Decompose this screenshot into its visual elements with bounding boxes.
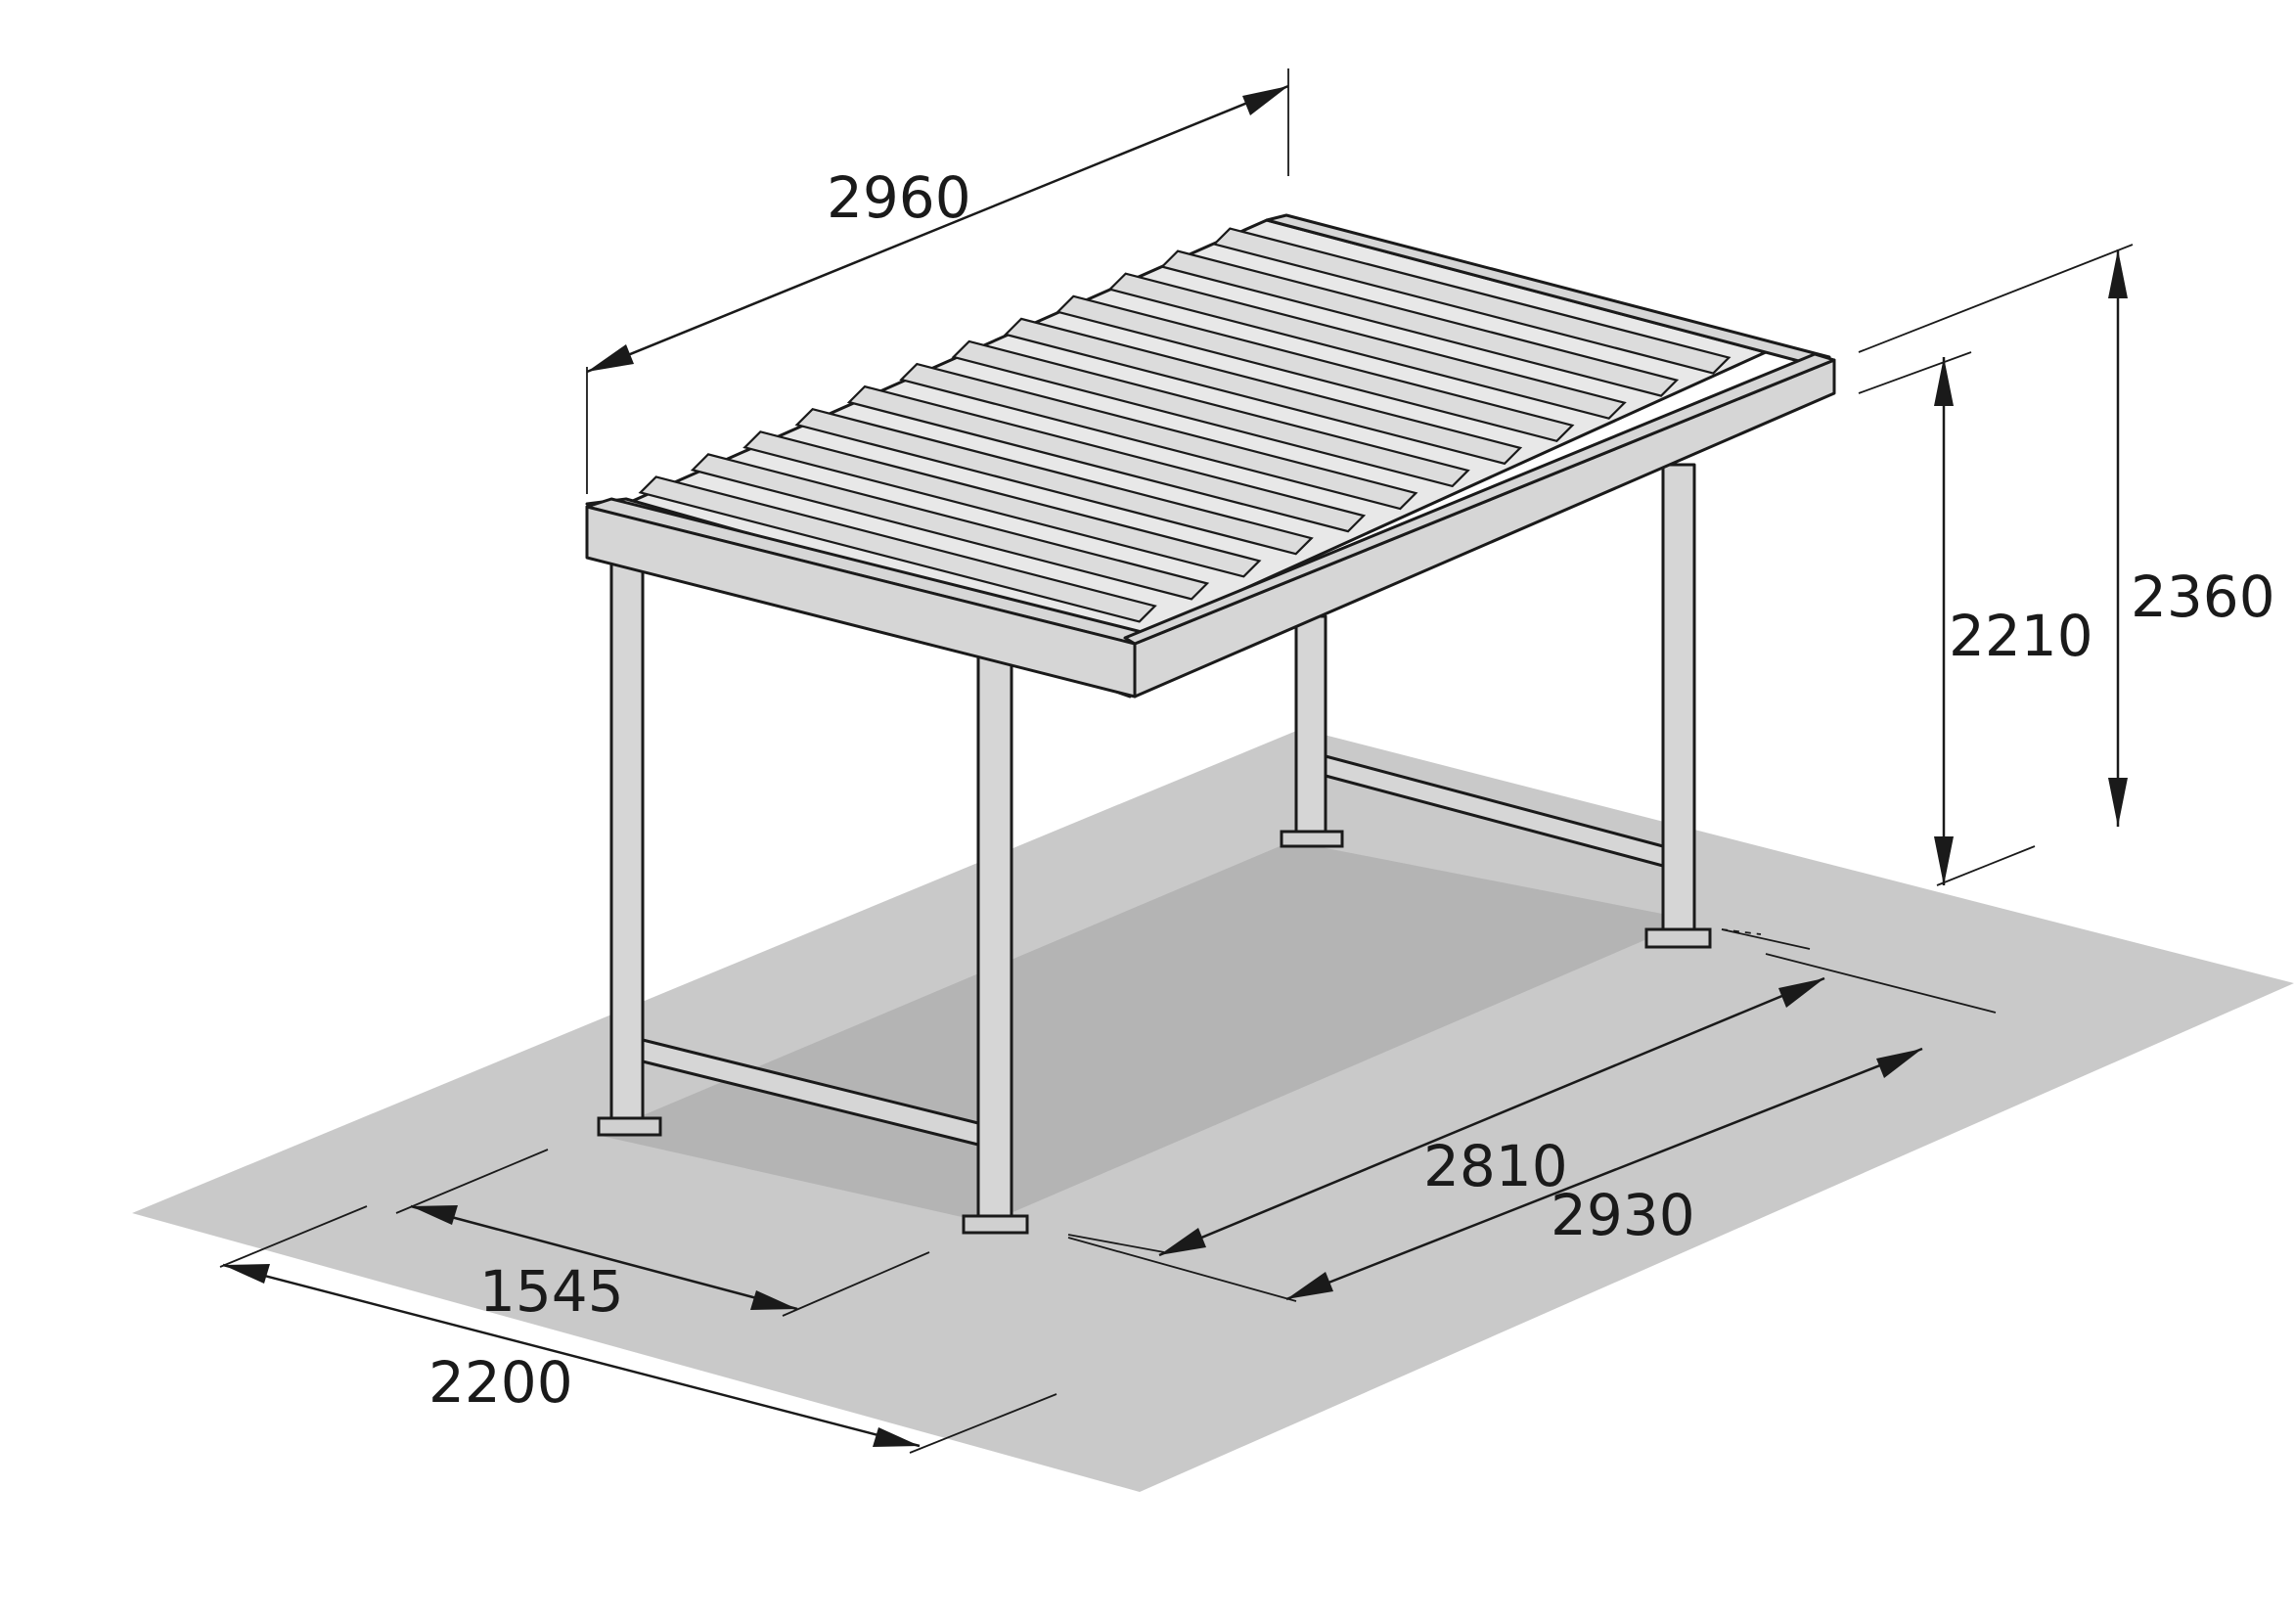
footprint-width-label: 2200 — [428, 1349, 573, 1416]
total-height-label: 2360 — [2131, 564, 2275, 630]
roof-rib — [1107, 272, 1627, 420]
roof-rib — [899, 362, 1418, 511]
dimension-footprint-length: 2930 — [1067, 928, 1997, 1302]
corrugated-roof — [624, 218, 1768, 643]
dimension-post-spacing-length: 2810 — [1067, 928, 1825, 1257]
roof-right-frame-top — [1123, 352, 1836, 646]
post-spacing-length-label: 2810 — [1423, 1133, 1568, 1199]
dimension-total-height: 2360 — [1858, 244, 2275, 827]
roof-rib — [742, 430, 1262, 578]
roof-rib — [1003, 317, 1523, 466]
dimension-post-spacing-width: 1545 — [395, 1149, 930, 1325]
roof-rib — [951, 339, 1470, 488]
front-cross-brace — [641, 1038, 980, 1147]
roof-rib — [638, 475, 1157, 623]
back-right-post — [1644, 463, 1712, 949]
clear-height-label: 2210 — [1949, 603, 2093, 669]
roof-rib — [1212, 227, 1732, 375]
back-left-post — [1280, 614, 1344, 848]
roof-rib — [846, 384, 1367, 533]
dimension-clear-height: 2210 — [1858, 351, 2093, 886]
roof-rib — [1159, 249, 1680, 397]
roof-rib — [1056, 294, 1575, 443]
dimension-footprint-width: 2200 — [219, 1205, 1057, 1454]
post-spacing-width-label: 1545 — [479, 1258, 624, 1325]
roof-rib — [794, 407, 1314, 556]
roof-length-label: 2960 — [827, 164, 971, 231]
footprint-length-label: 2930 — [1551, 1182, 1695, 1248]
canopy-shadow — [597, 841, 1692, 1223]
back-cross-brace — [1324, 754, 1665, 868]
roof-rib — [690, 453, 1210, 601]
dimension-roof-length: 2960 — [586, 68, 1289, 494]
